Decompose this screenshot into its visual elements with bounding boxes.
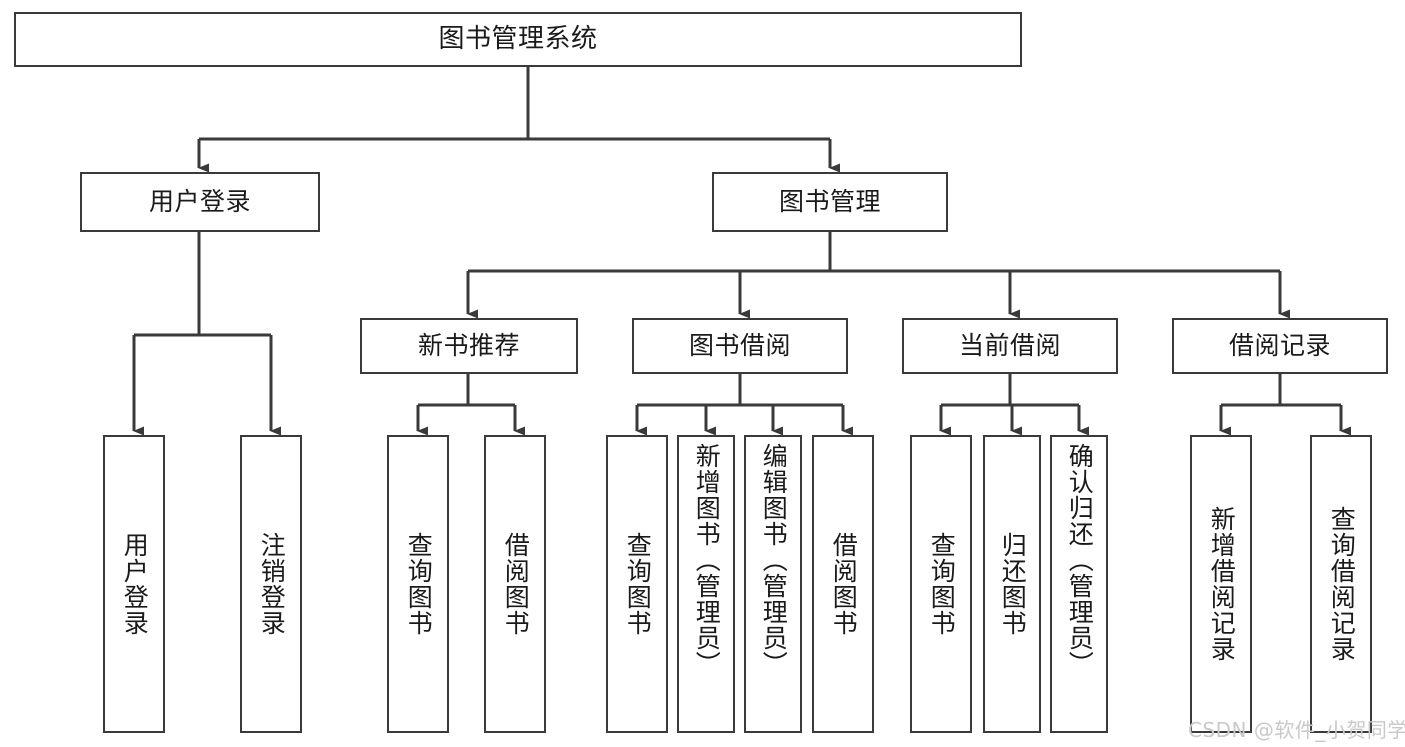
node-label-book-borrow: 图书借阅 (688, 330, 791, 360)
node-user-login[interactable]: 用户登录 (80, 172, 320, 232)
node-leaf-logout[interactable]: 注销登录 (240, 435, 302, 733)
node-label-new-book-rec: 新书推荐 (417, 330, 520, 360)
node-label-leaf-return-book: 归还图书 (998, 532, 1028, 636)
node-label-root: 图书管理系统 (438, 23, 598, 54)
csdn-watermark: CSDN @软件_小贺同学 (1188, 718, 1405, 742)
node-leaf-query-book-2[interactable]: 查询图书 (606, 435, 668, 733)
node-leaf-add-book[interactable]: 新增图书（管理员） (677, 435, 735, 733)
node-label-leaf-confirm-return: 确认归还（管理员） (1065, 443, 1095, 677)
node-label-user-login: 用户登录 (148, 186, 251, 216)
node-leaf-user-login[interactable]: 用户登录 (103, 435, 165, 733)
node-book-borrow[interactable]: 图书借阅 (632, 318, 848, 374)
node-leaf-edit-book[interactable]: 编辑图书（管理员） (744, 435, 802, 733)
node-label-leaf-query-record: 查询借阅记录 (1327, 506, 1357, 662)
node-label-leaf-borrow-book-2: 借阅图书 (829, 532, 859, 636)
node-leaf-return-book[interactable]: 归还图书 (983, 435, 1041, 733)
node-label-leaf-logout: 注销登录 (257, 532, 287, 636)
node-leaf-query-book-1[interactable]: 查询图书 (387, 435, 449, 733)
node-label-leaf-borrow-book-1: 借阅图书 (501, 532, 531, 636)
node-leaf-confirm-return[interactable]: 确认归还（管理员） (1050, 435, 1108, 733)
node-label-leaf-query-book-1: 查询图书 (404, 532, 434, 636)
node-label-leaf-add-book: 新增图书（管理员） (692, 443, 722, 677)
node-leaf-query-book-3[interactable]: 查询图书 (910, 435, 972, 733)
node-leaf-borrow-book-2[interactable]: 借阅图书 (812, 435, 874, 733)
node-new-book-rec[interactable]: 新书推荐 (360, 318, 578, 374)
node-root-system[interactable]: 图书管理系统 (14, 12, 1022, 67)
node-label-leaf-edit-book: 编辑图书（管理员） (759, 443, 789, 677)
node-label-book-manage: 图书管理 (778, 186, 881, 216)
node-current-borrow[interactable]: 当前借阅 (902, 318, 1118, 374)
node-label-borrow-record: 借阅记录 (1228, 330, 1331, 360)
node-book-manage[interactable]: 图书管理 (712, 172, 948, 232)
node-label-leaf-add-record: 新增借阅记录 (1207, 506, 1237, 662)
node-label-current-borrow: 当前借阅 (958, 330, 1061, 360)
node-leaf-borrow-book-1[interactable]: 借阅图书 (484, 435, 546, 733)
node-borrow-record[interactable]: 借阅记录 (1172, 318, 1388, 374)
node-label-leaf-query-book-3: 查询图书 (927, 532, 957, 636)
node-label-leaf-query-book-2: 查询图书 (623, 532, 653, 636)
node-label-leaf-user-login: 用户登录 (120, 532, 150, 636)
node-leaf-add-record[interactable]: 新增借阅记录 (1190, 435, 1252, 733)
node-leaf-query-record[interactable]: 查询借阅记录 (1310, 435, 1372, 733)
